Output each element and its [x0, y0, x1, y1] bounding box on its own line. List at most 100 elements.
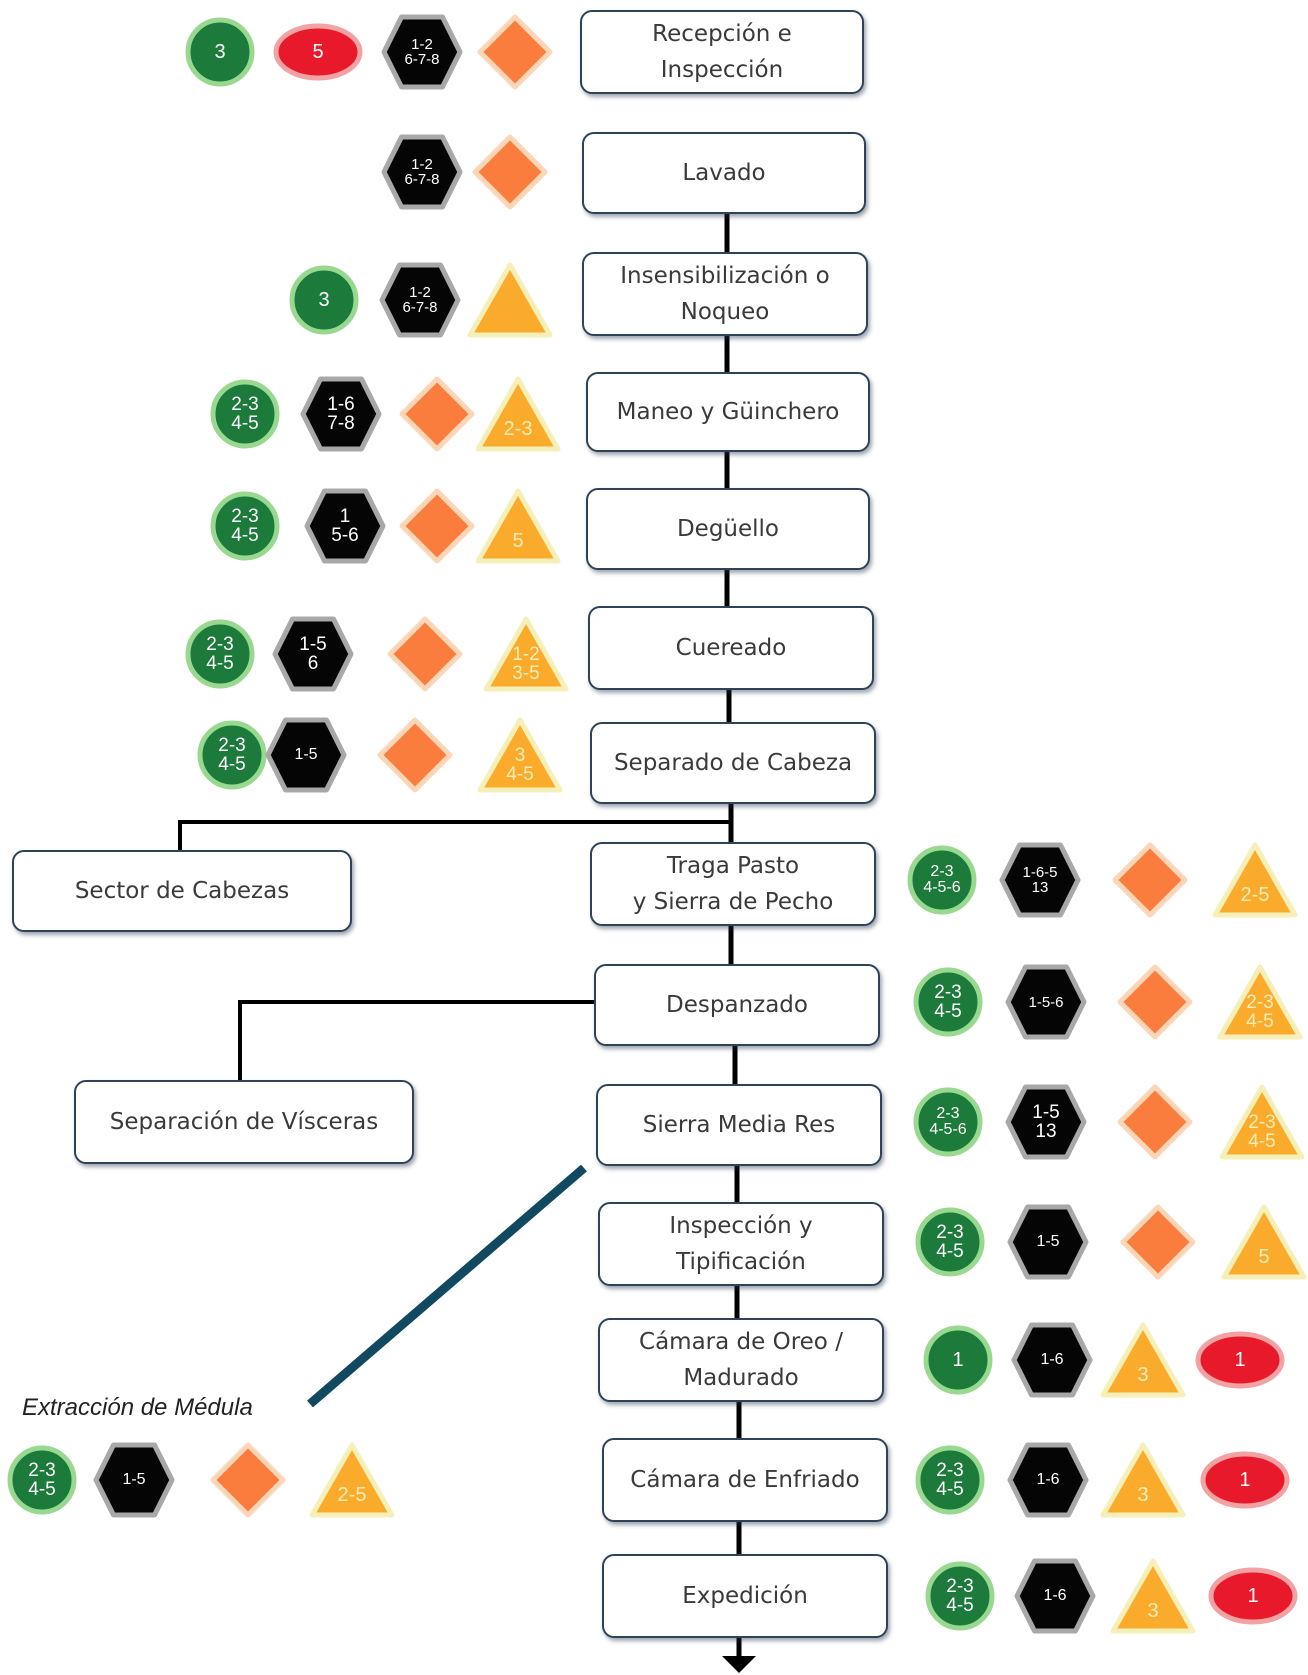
green-circle-icon: 2-3 4-5-6	[913, 1087, 983, 1157]
symbol-label: 5	[1258, 1246, 1270, 1268]
step-deguello: Degüello	[586, 488, 870, 570]
black-hexagon-icon: 1-6	[1007, 1442, 1089, 1518]
symbol-label: 1-6	[1040, 1351, 1064, 1368]
step-label: Insensibilización o Noqueo	[620, 263, 830, 325]
branch-separacion-visceras: Separación de Vísceras	[74, 1080, 414, 1164]
symbol-label: 2-5	[1240, 884, 1270, 906]
symbol-label: 1-6	[1036, 1471, 1060, 1488]
green-circle-icon: 2-3 4-5	[185, 619, 255, 689]
orange-triangle-icon: 3 4-5	[477, 717, 563, 793]
orange-triangle-icon: 3	[1100, 1442, 1186, 1518]
orange-triangle-icon	[467, 262, 553, 338]
symbol-label: 2-3 4-5-6	[929, 1105, 967, 1138]
green-circle-icon: 2-3 4-5	[7, 1445, 77, 1515]
symbol-label: 2-3 4-5	[936, 1460, 964, 1500]
branch-label: Sector de Cabezas	[74, 878, 290, 904]
symbol-label: 1-2 6-7-8	[402, 284, 438, 316]
symbol-label: 3	[1137, 1484, 1149, 1506]
red-oval-icon: 1	[1208, 1567, 1298, 1625]
symbol-label: 1-5	[122, 1471, 146, 1488]
black-hexagon-icon: 1-5-6	[1005, 964, 1087, 1040]
step-insensibilizacion: Insensibilización o Noqueo	[582, 252, 868, 336]
extraction-slash-line	[307, 1164, 587, 1408]
symbol-label: 3	[318, 289, 330, 311]
symbol-label: 1 5-6	[331, 506, 359, 546]
symbol-label: 2-3 4-5	[934, 982, 962, 1022]
step-cuereado: Cuereado	[588, 606, 874, 690]
orange-diamond-icon	[472, 134, 548, 210]
step-label: Sierra Media Res	[642, 1112, 836, 1138]
orange-triangle-icon: 2-3 4-5	[1217, 964, 1303, 1040]
black-hexagon-icon: 1-6	[1011, 1322, 1093, 1398]
step-expedicion: Expedición	[602, 1554, 888, 1638]
symbol-label: 1	[1247, 1585, 1259, 1607]
orange-triangle-icon: 2-3 4-5	[1219, 1084, 1305, 1160]
symbol-label: 1-2 6-7-8	[404, 36, 440, 68]
symbol-label: 1	[952, 1349, 964, 1371]
orange-triangle-icon: 1-2 3-5	[483, 616, 569, 692]
step-recepcion: Recepción e Inspección	[580, 10, 864, 94]
symbol-label: 1-5	[1036, 1233, 1060, 1250]
symbol-label: 2-3	[503, 418, 533, 440]
branch-label: Separación de Vísceras	[109, 1109, 379, 1135]
step-label: Maneo y Güinchero	[616, 399, 840, 425]
symbol-label: 1-5-6	[1028, 993, 1064, 1011]
step-label: Traga Pasto y Sierra de Pecho	[632, 853, 834, 915]
symbol-label: 1	[1234, 1349, 1246, 1371]
symbol-label: 1	[1239, 1469, 1251, 1491]
symbol-label: 5	[312, 41, 324, 63]
orange-triangle-icon: 2-5	[1212, 842, 1298, 918]
symbol-label: 1-5	[294, 746, 318, 763]
step-maneo: Maneo y Güinchero	[586, 372, 870, 452]
orange-triangle-icon: 3	[1110, 1558, 1196, 1634]
symbol-label: 2-3 4-5	[1246, 992, 1274, 1032]
orange-diamond-icon	[477, 14, 553, 90]
symbol-label: 2-5	[337, 1484, 367, 1506]
orange-diamond-icon	[387, 616, 463, 692]
symbol-label: 5	[512, 530, 524, 552]
symbol-label: 2-3 4-5	[946, 1576, 974, 1616]
black-hexagon-icon: 1-2 6-7-8	[381, 134, 463, 210]
black-hexagon-icon: 1-6	[1014, 1558, 1096, 1634]
symbol-label: 2-3 4-5	[231, 394, 259, 434]
step-label: Recepción e Inspección	[652, 21, 792, 83]
black-hexagon-icon: 1 5-6	[304, 488, 386, 564]
caption-extraccion-medula: Extracción de Médula	[22, 1394, 253, 1421]
orange-triangle-icon: 3	[1100, 1322, 1186, 1398]
black-hexagon-icon: 1-5 13	[1005, 1084, 1087, 1160]
black-hexagon-icon: 1-5	[1007, 1204, 1089, 1280]
green-circle-icon: 2-3 4-5-6	[907, 845, 977, 915]
orange-diamond-icon	[1117, 964, 1193, 1040]
symbol-label: 3	[1147, 1600, 1159, 1622]
step-label: Inspección y Tipificación	[669, 1213, 813, 1275]
green-circle-icon: 2-3 4-5	[915, 1445, 985, 1515]
symbol-label: 2-3 4-5	[28, 1460, 56, 1500]
step-label: Lavado	[682, 160, 766, 186]
orange-diamond-icon	[1117, 1084, 1193, 1160]
step-inspeccion-tipificacion: Inspección y Tipificación	[598, 1202, 884, 1286]
step-label: Expedición	[682, 1583, 808, 1609]
green-circle-icon: 2-3 4-5	[915, 1207, 985, 1277]
step-label: Cámara de Enfriado	[630, 1467, 860, 1493]
green-circle-icon: 2-3 4-5	[197, 720, 267, 790]
black-hexagon-icon: 1-5 6	[272, 616, 354, 692]
black-hexagon-icon: 1-6 7-8	[300, 376, 382, 452]
symbol-label: 3	[1137, 1364, 1149, 1386]
green-circle-icon: 3	[185, 17, 255, 87]
symbol-label: 2-3 4-5	[231, 506, 259, 546]
orange-diamond-icon	[1120, 1204, 1196, 1280]
green-circle-icon: 2-3 4-5	[913, 967, 983, 1037]
step-label: Degüello	[676, 516, 780, 542]
black-hexagon-icon: 1-5	[265, 717, 347, 793]
step-separado-cabeza: Separado de Cabeza	[590, 722, 876, 804]
step-label: Cuereado	[675, 635, 787, 661]
green-circle-icon: 2-3 4-5	[925, 1561, 995, 1631]
symbol-label: 1-6-5 13	[1022, 864, 1058, 896]
green-circle-icon: 3	[289, 265, 359, 335]
step-label: Cámara de Oreo / Madurado	[639, 1329, 843, 1391]
symbol-label: 2-3 4-5-6	[923, 863, 961, 896]
symbol-label: 3	[214, 41, 226, 63]
flow-end-arrow	[722, 1656, 756, 1673]
green-circle-icon: 2-3 4-5	[210, 379, 280, 449]
